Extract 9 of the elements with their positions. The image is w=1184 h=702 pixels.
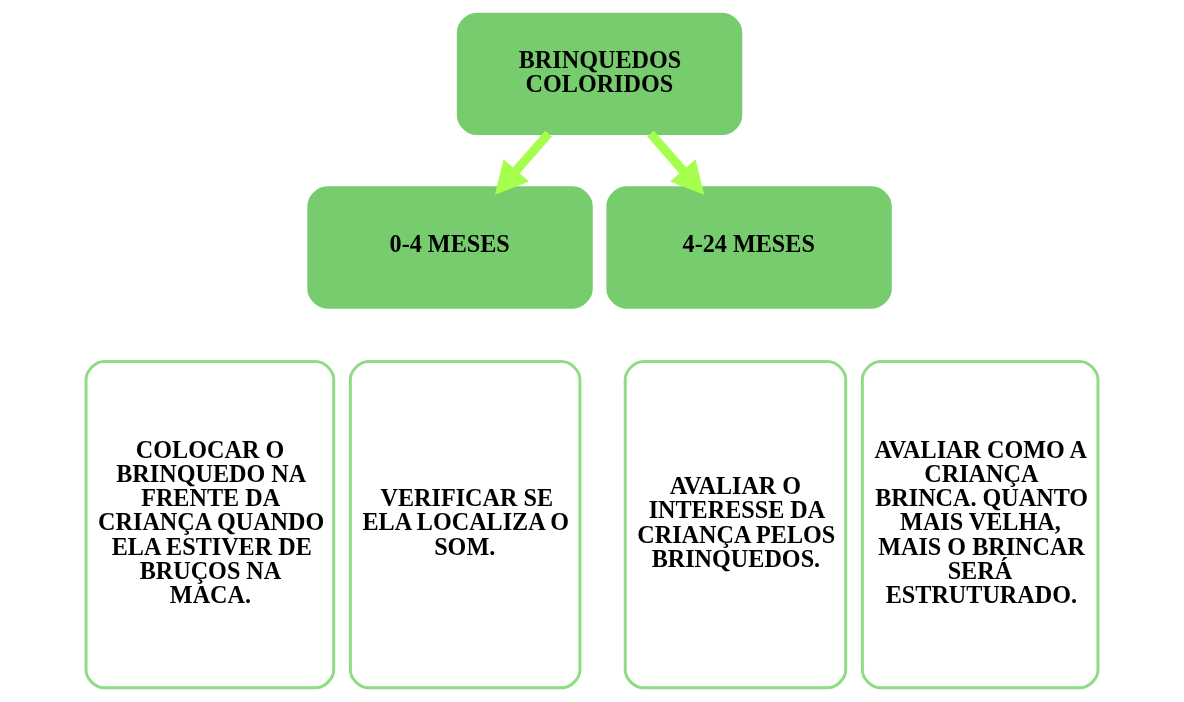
arrow [494, 130, 552, 195]
node-box: 0-4 MESES [307, 186, 593, 309]
node-box: AVALIAR O INTERESSE DA CRIANÇA PELOS BRINQUEDOS. [623, 360, 848, 690]
node-box: BRINQUEDOS COLORIDOS [456, 12, 743, 135]
node-box: 4-24 MESES [606, 186, 892, 309]
node-box: VERIFICAR SE ELA LOCALIZA O SOM. [348, 360, 582, 690]
node-box: AVALIAR COMO A CRIANÇA BRINCA. QUANTO MAIS VELHA, MAIS O BRINCAR SERÁ ESTRUTURADO. [860, 360, 1100, 690]
arrow [647, 130, 705, 195]
node-box: COLOCAR O BRINQUEDO NA FRENTE DA CRIANÇA QUANDO ELA ESTIVER DE BRUÇOS NA MACA. [84, 360, 336, 690]
